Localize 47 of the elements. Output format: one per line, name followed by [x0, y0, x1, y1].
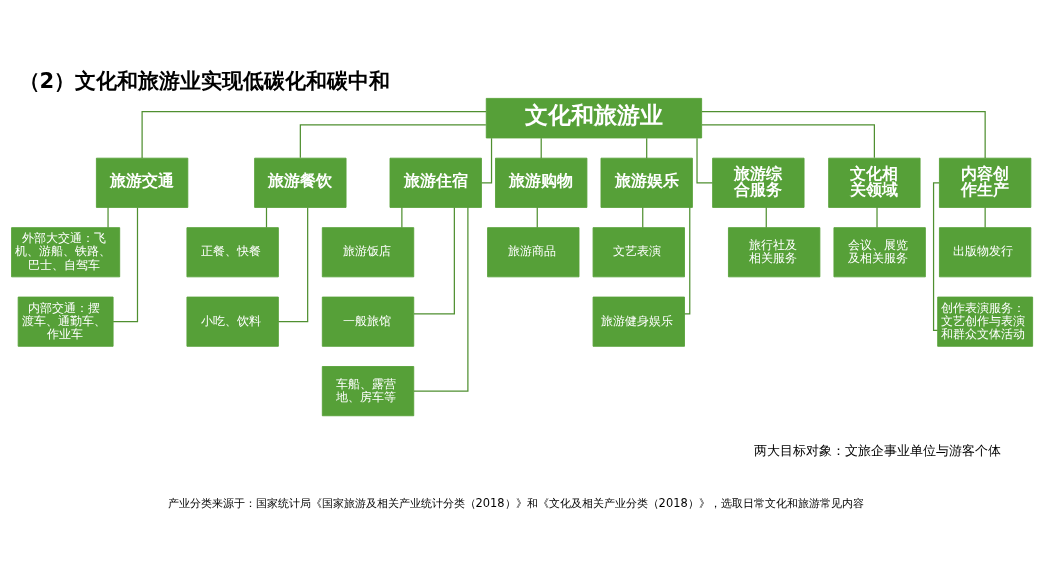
node-box: 文艺表演 [592, 227, 685, 278]
connector [932, 182, 940, 332]
diagram-title: （2）文化和旅游业实现低碳化和碳中和 [18, 68, 391, 94]
node-box: 旅游交通 [95, 157, 189, 208]
connector [701, 124, 875, 159]
node-box: 内容创作生产 [939, 157, 1032, 208]
connector [112, 207, 139, 323]
connector [413, 206, 455, 315]
node-box: 车船、露营地、房车等 [321, 366, 415, 417]
node-box: 文化和旅游业 [485, 97, 703, 139]
node-box: 正餐、快餐 [186, 227, 279, 278]
node-box: 一般旅馆 [321, 296, 415, 347]
connector [413, 206, 469, 392]
node-box: 旅游健身娱乐 [592, 296, 685, 347]
connector [765, 206, 767, 229]
node-box: 旅游商品 [487, 227, 580, 278]
node-box: 旅游饭店 [321, 227, 415, 278]
connector [696, 137, 714, 184]
node-box: 旅行社及相关服务 [728, 227, 821, 278]
node-box: 出版物发行 [939, 227, 1032, 278]
connector [299, 124, 487, 159]
node-box: 旅游住宿 [389, 157, 482, 208]
node-box: 内部交通：摆渡车、通勤车、作业车 [17, 296, 114, 347]
node-box: 旅游餐饮 [254, 157, 347, 208]
connector [876, 206, 878, 229]
connector [265, 206, 268, 229]
connector [642, 206, 644, 229]
node-box: 会议、展览及相关服务 [833, 227, 926, 278]
connector [401, 206, 403, 229]
node-box: 旅游综合服务 [712, 157, 805, 208]
connector [141, 110, 487, 159]
connector [277, 207, 309, 323]
node-box: 小吃、饮料 [186, 296, 279, 347]
node-box: 旅游娱乐 [600, 157, 693, 208]
label: 产业分类来源于：国家统计局《国家旅游及相关产业统计分类（2018）》和《文化及相关产业分类（2018）》，选取日常文化和旅游常见内容 [167, 495, 864, 510]
connector [701, 110, 986, 159]
connector [536, 206, 538, 229]
connector [984, 206, 986, 229]
connector [646, 137, 648, 159]
label: 两大目标对象：文旅企事业单位与游客个体 [753, 442, 1001, 458]
connector [107, 206, 109, 229]
connector [540, 137, 542, 159]
node-box: 文化相关领域 [828, 157, 921, 208]
node-box: 外部大交通：飞机、游船、铁路、巴士、自驾车 [11, 227, 121, 278]
node-box: 创作表演服务：文艺创作与表演和群众文体活动 [937, 296, 1034, 347]
node-box: 旅游购物 [495, 157, 588, 208]
connector [480, 137, 493, 184]
